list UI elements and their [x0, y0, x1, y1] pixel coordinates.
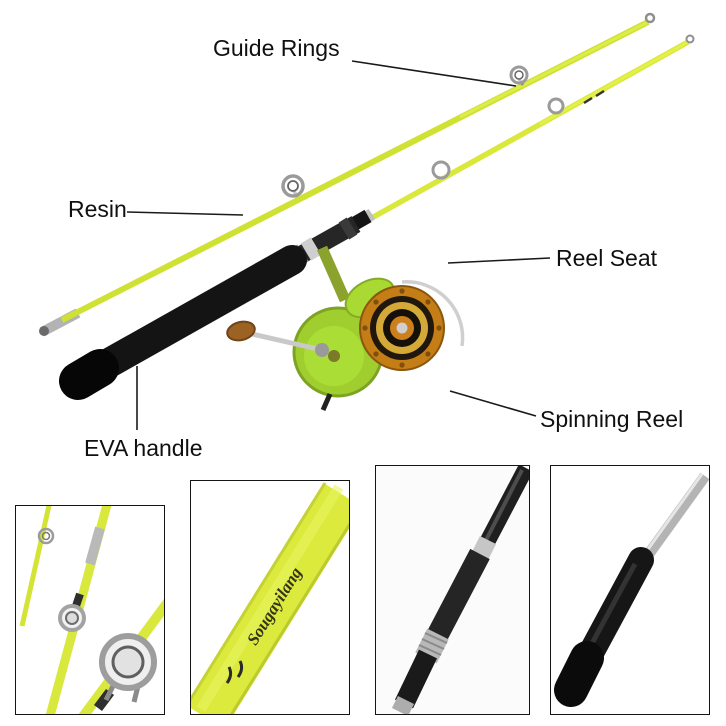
closeup-ferrule	[85, 526, 105, 566]
closeup-nut-ridge	[421, 638, 445, 650]
label-reel-seat: Reel Seat	[556, 245, 658, 271]
leader-line-reel-seat	[447, 257, 551, 264]
closeup-guide-large-inner	[111, 645, 145, 679]
reel-seat-hood	[338, 217, 358, 240]
anti-reverse-lever	[320, 392, 333, 412]
closeup-logo-mark	[225, 666, 233, 684]
closeup-winding-check	[471, 535, 497, 561]
spinning-reel	[226, 245, 465, 412]
reel-handle-shaft	[315, 343, 329, 357]
closeup-blank-sheen	[480, 469, 524, 549]
reel-side-screw	[328, 350, 340, 362]
main-rod-section	[59, 34, 695, 400]
eva-handle-closeup-art	[554, 472, 709, 707]
spare-rod-tip-guide-icon	[644, 12, 656, 24]
closeup-seat-body	[426, 548, 490, 644]
closeup-guide-mid-inner	[65, 611, 79, 625]
annotation-lines	[126, 60, 551, 430]
closeup-guide-small-inner	[41, 531, 51, 541]
label-resin: Resin	[68, 196, 127, 222]
reel-foot-stem	[316, 245, 351, 303]
reel-seat-lock-ring	[300, 237, 322, 261]
closeup-seat-lower	[394, 649, 438, 709]
closeup-rod-edge	[191, 482, 327, 702]
eva-handle-grip	[71, 245, 307, 391]
closeup-end-ring	[391, 695, 415, 714]
reel-seat-closeup-art	[376, 466, 529, 714]
rod-decal-mark	[595, 89, 605, 98]
foregrip	[350, 209, 372, 231]
reel-handle-arm	[251, 331, 323, 353]
leader-line-spinning-reel	[449, 390, 537, 417]
closeup-rod-sheen	[639, 473, 704, 560]
guide-ring-inner	[514, 70, 524, 80]
spool-drag-knob	[396, 322, 408, 334]
spare-rod-tip-taper	[459, 20, 649, 119]
spare-rod-butt-end	[39, 326, 49, 336]
spare-rod-section	[39, 12, 656, 337]
leader-line-resin	[126, 211, 244, 216]
closeup-rod-thin	[19, 506, 52, 627]
bail-wire	[401, 280, 465, 347]
label-guide-rings: Guide Rings	[213, 35, 340, 61]
reel-handle-knob	[226, 320, 256, 342]
closeup-panel-guide-rings	[15, 505, 165, 715]
spool-skirt-holes	[362, 288, 442, 368]
closeup-logo-mark	[236, 660, 244, 678]
label-eva-handle: EVA handle	[84, 435, 203, 461]
guide-ring-icon	[509, 65, 529, 85]
label-spinning-reel: Spinning Reel	[540, 406, 684, 432]
main-rod-tip-guide-icon	[685, 34, 695, 44]
rod-and-reel-combo-art	[39, 12, 695, 430]
closeup-nut-ridge	[418, 644, 442, 656]
closeup-panel-rod-brand: Sougayilang	[190, 480, 350, 715]
closeup-panel-reel-seat	[375, 465, 530, 715]
rod-brand-closeup-art: Sougayilang	[191, 482, 349, 714]
closeup-panel-eva-handle	[550, 465, 710, 715]
closeup-nut-ridge	[424, 632, 448, 644]
closeup-guide-frame-leg	[103, 682, 117, 702]
guide-rings-closeup-art	[19, 506, 164, 714]
guide-ring-icon	[547, 97, 565, 115]
closeup-rod-edge	[229, 522, 349, 714]
guide-ring-inner	[287, 180, 299, 192]
rod-decal-mark	[583, 96, 593, 105]
leader-line-guide-rings	[351, 60, 517, 87]
closeup-rod-highlight	[196, 484, 344, 712]
closeup-silver-rod	[638, 472, 709, 566]
butt-cap	[59, 349, 119, 400]
main-rod-tip-taper	[539, 40, 689, 126]
closeup-butt-cap	[554, 641, 604, 707]
closeup-guide-small	[37, 527, 55, 545]
guide-ring-icon	[281, 174, 305, 198]
guide-ring-icon	[431, 160, 451, 180]
